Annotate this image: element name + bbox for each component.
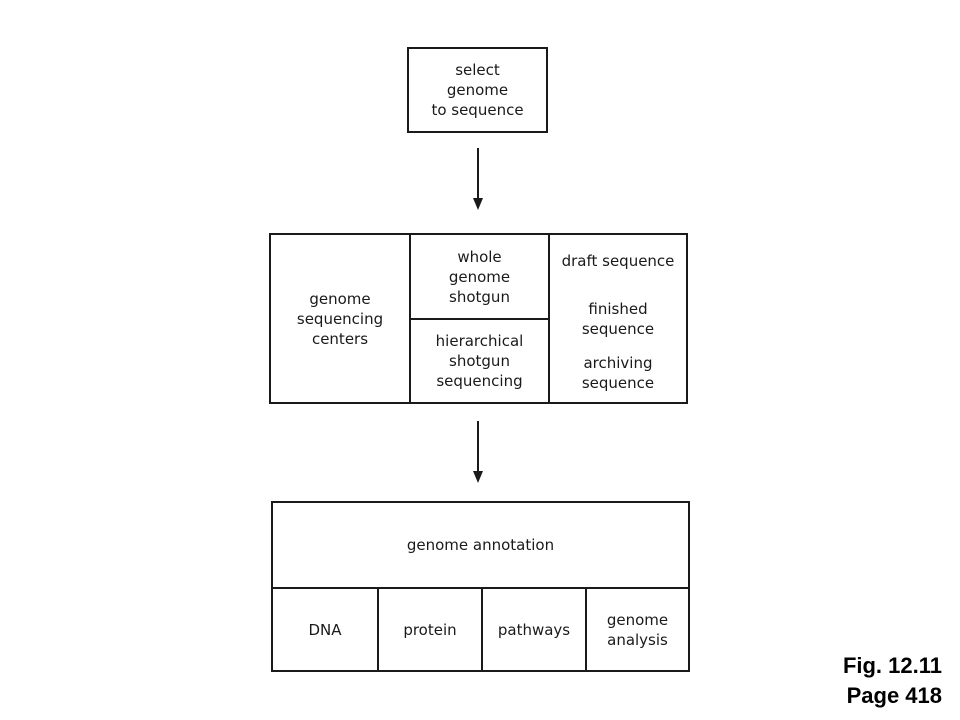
protein-label: protein <box>403 620 457 639</box>
archiving-sequence-label: archiving sequence <box>581 354 655 392</box>
sequencing-centers-label: genome sequencing centers <box>296 289 384 348</box>
draft-sequence-label: draft sequence <box>561 252 675 270</box>
pathways-label: pathways <box>497 620 571 639</box>
divider-3 <box>548 235 550 402</box>
hierarchical-shotgun-label: hierarchical shotgun sequencing <box>435 332 524 390</box>
sequencing-box: genome sequencing centers whole genome s… <box>269 233 688 404</box>
divider-6 <box>481 589 483 670</box>
finished-sequence-label: finished sequence <box>581 300 655 338</box>
page-number: Page 418 <box>846 683 942 708</box>
divider-7 <box>585 589 587 670</box>
divider-2 <box>411 318 548 320</box>
figure-caption: Fig. 12.11 Page 418 <box>742 651 942 711</box>
arrow-down-2 <box>473 421 483 483</box>
select-genome-label: select genome to sequence <box>431 61 524 119</box>
dna-label: DNA <box>308 620 342 639</box>
whole-genome-shotgun-label: whole genome shotgun <box>448 247 511 306</box>
divider-4 <box>273 587 688 589</box>
arrow-down-1 <box>473 148 483 210</box>
select-genome-box: select genome to sequence <box>407 47 548 133</box>
genome-analysis-label: genome analysis <box>606 610 669 649</box>
divider-1 <box>409 235 411 402</box>
divider-5 <box>377 589 379 670</box>
genome-annotation-label: genome annotation <box>406 536 555 554</box>
figure-number: Fig. 12.11 <box>842 653 942 678</box>
genome-annotation-box: genome annotation DNA protein pathways g… <box>271 501 690 672</box>
